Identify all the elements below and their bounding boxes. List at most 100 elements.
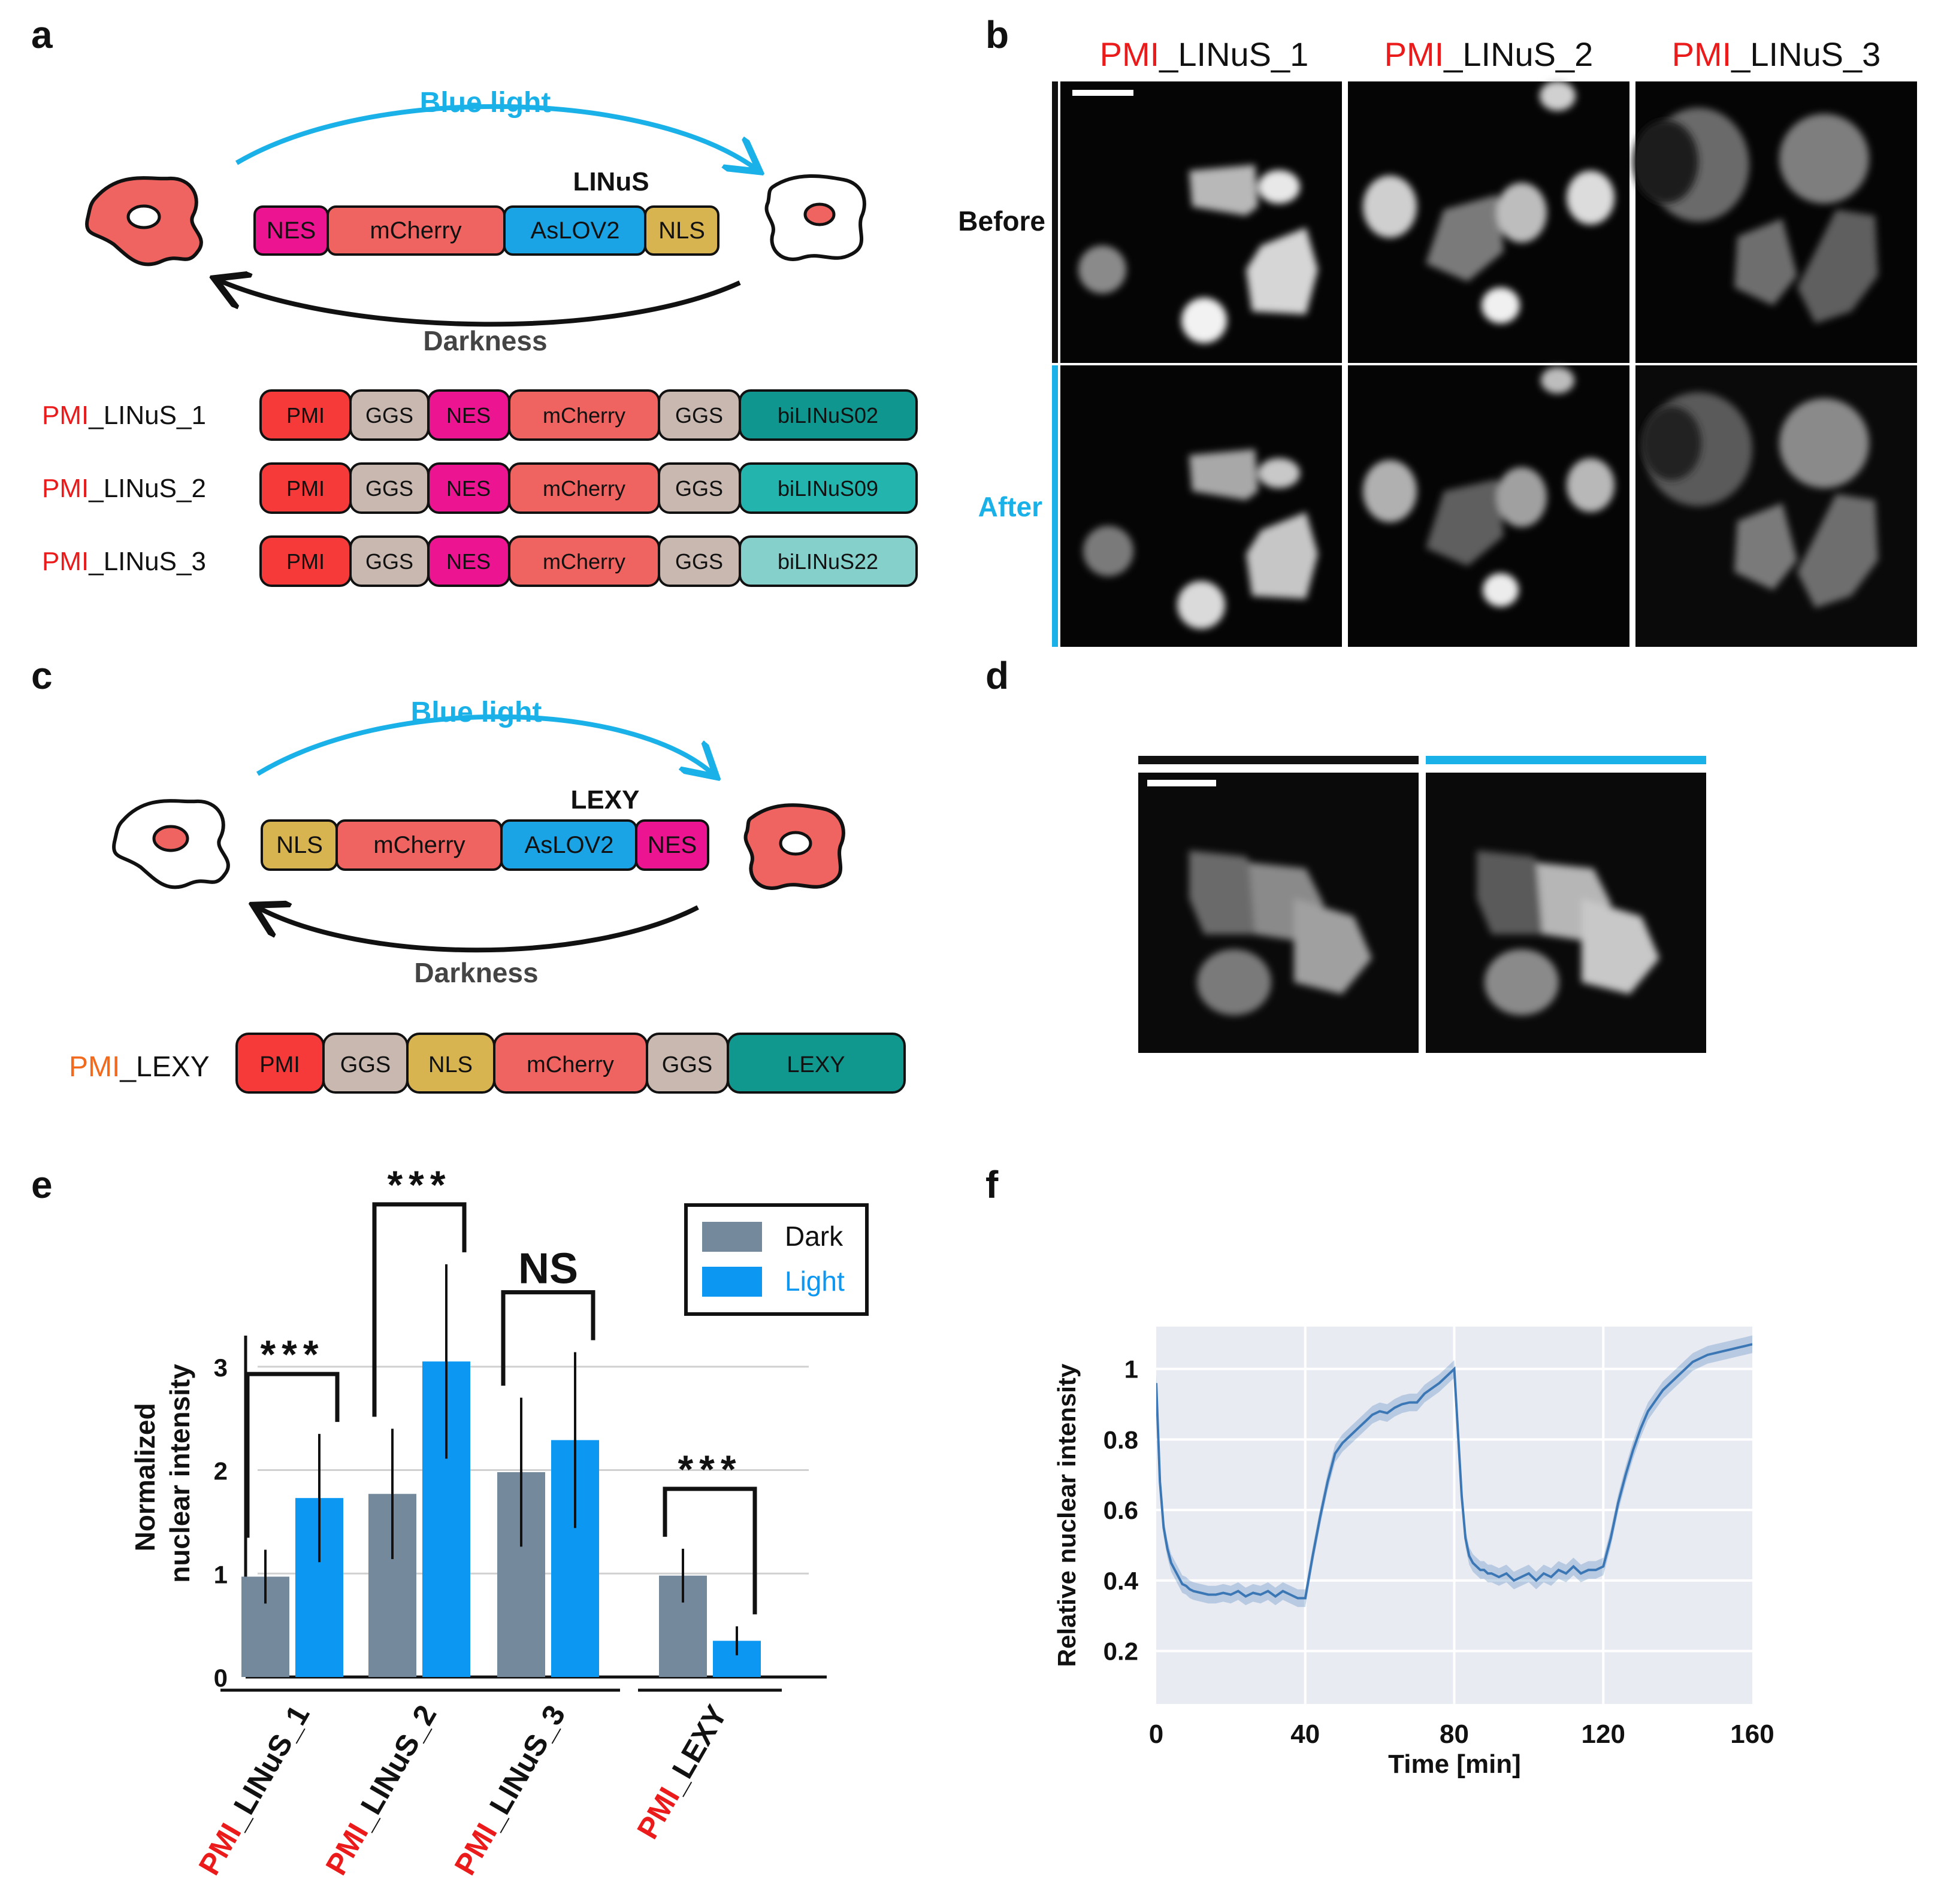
- panel-b: b PMI_LINuS_1 PMI_LINuS_2 PMI_LINuS_3 Be…: [958, 13, 1917, 647]
- legend-swatch-light: [702, 1267, 762, 1297]
- linus-row-3: PMI_LINuS_3 PMI GGS NES mCherry GGS biLI…: [42, 535, 918, 587]
- svg-text:NES: NES: [446, 549, 491, 574]
- svg-text:GGS: GGS: [365, 476, 413, 501]
- row-before-label: Before: [958, 205, 1045, 237]
- legend-swatch-dark: [702, 1222, 762, 1252]
- scale-bar: [1072, 90, 1133, 96]
- cell-right-cytoplasmic-c: [743, 803, 845, 890]
- f-ylabel: Relative nuclear intensity: [1053, 1363, 1081, 1667]
- svg-text:NES: NES: [648, 832, 697, 858]
- lexy-construct-title: LEXY: [571, 785, 640, 815]
- e-category-label: PMI_LINuS_1: [192, 1700, 316, 1881]
- micrograph-linus3-before: [1632, 81, 1917, 363]
- linus-row-1: PMI_LINuS_1 PMI GGS NES mCherry GGS biLI…: [42, 389, 918, 441]
- e-ytick-label: 0: [214, 1664, 228, 1692]
- panel-label-b: b: [985, 13, 1009, 56]
- e-significance-label: NS: [518, 1245, 578, 1293]
- svg-text:mCherry: mCherry: [543, 403, 625, 428]
- nls-box-label: NLS: [658, 217, 705, 244]
- micrograph-linus2-before: [1348, 81, 1629, 363]
- e-ytick-label: 2: [214, 1457, 228, 1485]
- svg-text:GGS: GGS: [365, 403, 413, 428]
- nls-box: [644, 205, 719, 256]
- col-1-title: PMI_LINuS_1: [1100, 35, 1309, 73]
- svg-text:biLINuS09: biLINuS09: [778, 476, 878, 501]
- e-category-label: PMI_LEXY: [630, 1700, 733, 1845]
- f-xtick-label: 80: [1440, 1720, 1469, 1749]
- e-ylabel: Normalized nuclear intensity: [129, 1364, 195, 1583]
- e-significance-bracket: [663, 1487, 757, 1615]
- svg-text:mCherry: mCherry: [373, 832, 465, 858]
- svg-text:NES: NES: [446, 476, 491, 501]
- f-xlabel: Time [min]: [1388, 1749, 1521, 1779]
- panel-label-a: a: [31, 13, 53, 56]
- legend-label-dark: Dark: [785, 1221, 843, 1252]
- legend-label-light: Light: [785, 1266, 845, 1297]
- micrograph-lexy-light: [1426, 773, 1706, 1053]
- svg-text:mCherry: mCherry: [543, 476, 625, 501]
- panel-d: d: [985, 654, 1706, 1053]
- e-legend: Dark Light: [684, 1203, 869, 1316]
- svg-text:PMI: PMI: [286, 549, 325, 574]
- blue-light-label-c: Blue light: [411, 697, 542, 728]
- blue-light-arrow-c: [256, 714, 713, 774]
- light-condition-bar: [1426, 756, 1706, 764]
- svg-text:biLINuS02: biLINuS02: [778, 403, 878, 428]
- col-2-title: PMI_LINuS_2: [1384, 35, 1594, 73]
- panel-label-f: f: [985, 1163, 999, 1206]
- panel-label-d: d: [985, 654, 1009, 697]
- panel-c: c Blue light Darkness LEXY NLS mCherry A…: [31, 654, 906, 1094]
- micrograph-linus1-before: [1060, 81, 1342, 363]
- linus-construct-title: LINuS: [573, 167, 649, 196]
- e-significance-bracket: [245, 1372, 340, 1538]
- darkness-label-c: Darkness: [414, 957, 538, 988]
- panel-label-c: c: [31, 654, 53, 697]
- svg-text:PMI: PMI: [286, 476, 325, 501]
- darkness-arrow: [219, 280, 741, 327]
- row-1-name: PMI_LINuS_1: [42, 401, 206, 430]
- svg-text:mCherry: mCherry: [543, 549, 625, 574]
- micrograph-linus1-after: [1060, 365, 1342, 647]
- lexy-row-name: PMI_LEXY: [69, 1051, 210, 1083]
- panel-label-e: e: [31, 1163, 53, 1206]
- scale-bar-d: [1147, 780, 1216, 786]
- svg-text:GGS: GGS: [365, 549, 413, 574]
- e-error-bars: [264, 1264, 738, 1655]
- row-3-name: PMI_LINuS_3: [42, 547, 206, 576]
- e-significance-label: ***: [260, 1332, 324, 1376]
- darkness-label: Darkness: [423, 325, 547, 356]
- linus-main-construct: NES mCherry AsLOV2 NLS: [253, 205, 719, 256]
- e-significance-label: ***: [387, 1163, 451, 1207]
- svg-text:mCherry: mCherry: [527, 1052, 614, 1077]
- svg-text:AsLOV2: AsLOV2: [525, 832, 614, 858]
- f-ytick-label: 0.4: [1103, 1567, 1139, 1595]
- f-xtick-label: 160: [1730, 1720, 1774, 1749]
- cell-left-cytoplasmic: [85, 176, 203, 267]
- f-xtick-label: 120: [1582, 1720, 1625, 1749]
- e-category-label: PMI_LINuS_3: [448, 1700, 572, 1881]
- e-significance-bracket: [501, 1290, 595, 1386]
- lexy-row: PMI_LEXY PMI GGS NLS mCherry GGS LEXY: [69, 1033, 906, 1094]
- mcherry-box-label: mCherry: [370, 217, 461, 244]
- f-ytick-label: 1: [1124, 1355, 1138, 1384]
- blue-light-arrow: [235, 104, 756, 169]
- cell-left-nuclear-c: [112, 799, 230, 889]
- micrograph-linus3-after: [1635, 365, 1917, 647]
- f-xtick-label: 0: [1149, 1720, 1163, 1749]
- darkness-arrow-c: [258, 907, 699, 953]
- f-ytick-label: 0.2: [1103, 1637, 1138, 1666]
- svg-text:GGS: GGS: [675, 476, 723, 501]
- e-significance: ******NS***: [245, 1163, 757, 1615]
- svg-text:PMI: PMI: [286, 403, 325, 428]
- f-ytick-label: 0.8: [1103, 1425, 1138, 1454]
- lexy-main-construct: NLS mCherry AsLOV2 NES: [261, 819, 709, 871]
- svg-text:LEXY: LEXY: [787, 1052, 845, 1077]
- svg-text:PMI: PMI: [259, 1052, 300, 1077]
- svg-text:GGS: GGS: [675, 403, 723, 428]
- row-after-label: After: [978, 491, 1042, 522]
